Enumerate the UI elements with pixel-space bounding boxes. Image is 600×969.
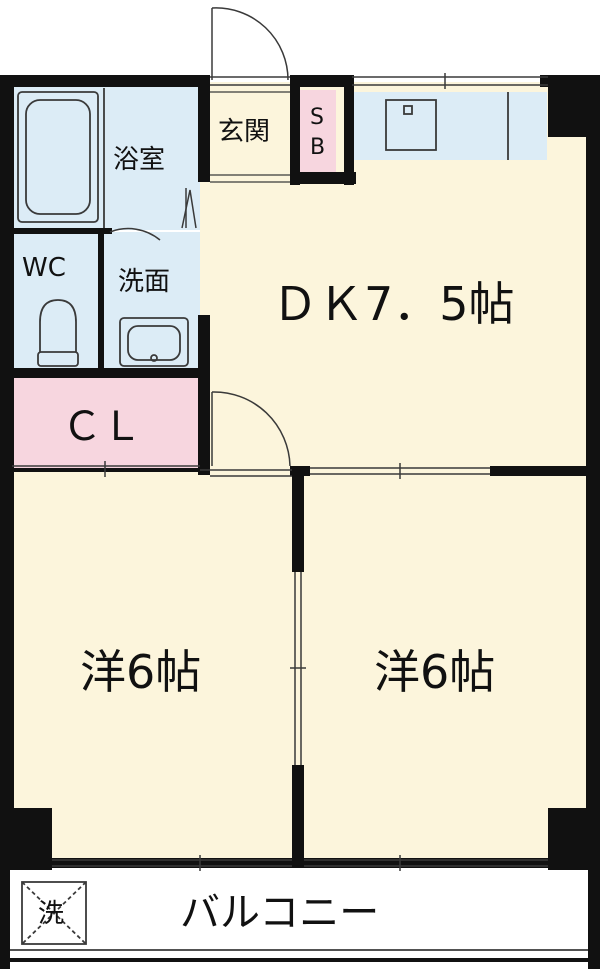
laundry-label: 洗 [38, 899, 64, 929]
entrance-floor [210, 91, 290, 183]
wall-top-mid [290, 75, 352, 87]
doors [109, 7, 291, 467]
kitchen-sink-icon [385, 99, 437, 151]
laundry-pan-icon [21, 881, 87, 945]
closet-label: ＣＬ [62, 404, 142, 450]
room-left-floor [10, 472, 300, 867]
bathtub-icon [17, 91, 99, 223]
bath-label: 浴室 [113, 145, 165, 175]
wall-dk-bottom-mid [290, 466, 310, 476]
wall-sb-bottom [290, 172, 356, 184]
wall-dk-bottom [490, 466, 590, 476]
room-door-arc [211, 391, 291, 467]
shoe-box [300, 90, 336, 172]
room-left-label: 洋6帖 [80, 645, 201, 699]
wash-basin-icon [119, 317, 189, 367]
wall-bath-right [198, 82, 210, 182]
wall-wash-right [198, 315, 210, 475]
wall-rooms-divider-top [292, 472, 304, 572]
wall-wet-bottom [12, 368, 204, 378]
wall-top-left [0, 75, 210, 87]
wall-rooms-divider-bottom [292, 765, 304, 865]
bath-door-tri [181, 189, 197, 229]
toilet-icon [39, 299, 77, 352]
wash-basin-drain [150, 354, 158, 362]
bathtub-inner [25, 99, 91, 215]
balcony-wall-right [588, 868, 600, 969]
washroom-label: 洗面 [118, 267, 170, 297]
wall-closet-bottom [12, 468, 204, 472]
wash-basin-bowl [127, 325, 181, 361]
wash-door-arc [109, 227, 161, 241]
room-right-floor [300, 472, 590, 867]
laundry-diag-2 [21, 881, 87, 945]
kitchen-counter [352, 92, 547, 160]
wall-left [0, 75, 14, 865]
toilet-tank [37, 351, 79, 367]
kitchen-sink-drain [403, 105, 413, 115]
balcony-floor [10, 869, 588, 957]
entrance-door-arc [211, 7, 289, 81]
wall-bath-bottom [12, 228, 112, 234]
windows [12, 73, 548, 871]
balcony-rail-bottom [0, 958, 600, 962]
wall-right [586, 75, 600, 870]
wall-wc-right [98, 232, 104, 372]
washroom-floor [104, 232, 200, 372]
bath-floor [12, 85, 200, 230]
shoe-box-label-top: S [310, 105, 324, 130]
dk-label: ＤＫ7．5帖 [272, 277, 515, 331]
room-right-label: 洋6帖 [374, 645, 495, 699]
pillar-top-right [548, 75, 600, 137]
fixtures [10, 88, 588, 951]
wall-entrance-right [290, 75, 300, 185]
balcony-label: バルコニー [180, 890, 379, 936]
balcony-wall-left [0, 868, 10, 969]
entrance-label: 玄関 [218, 117, 270, 147]
wc-label: WC [22, 253, 66, 283]
closet-floor [12, 376, 200, 472]
wall-sb-right [344, 75, 354, 185]
walls [0, 75, 600, 969]
shoe-box-label-bottom: B [310, 135, 325, 160]
wc-floor [12, 232, 102, 372]
